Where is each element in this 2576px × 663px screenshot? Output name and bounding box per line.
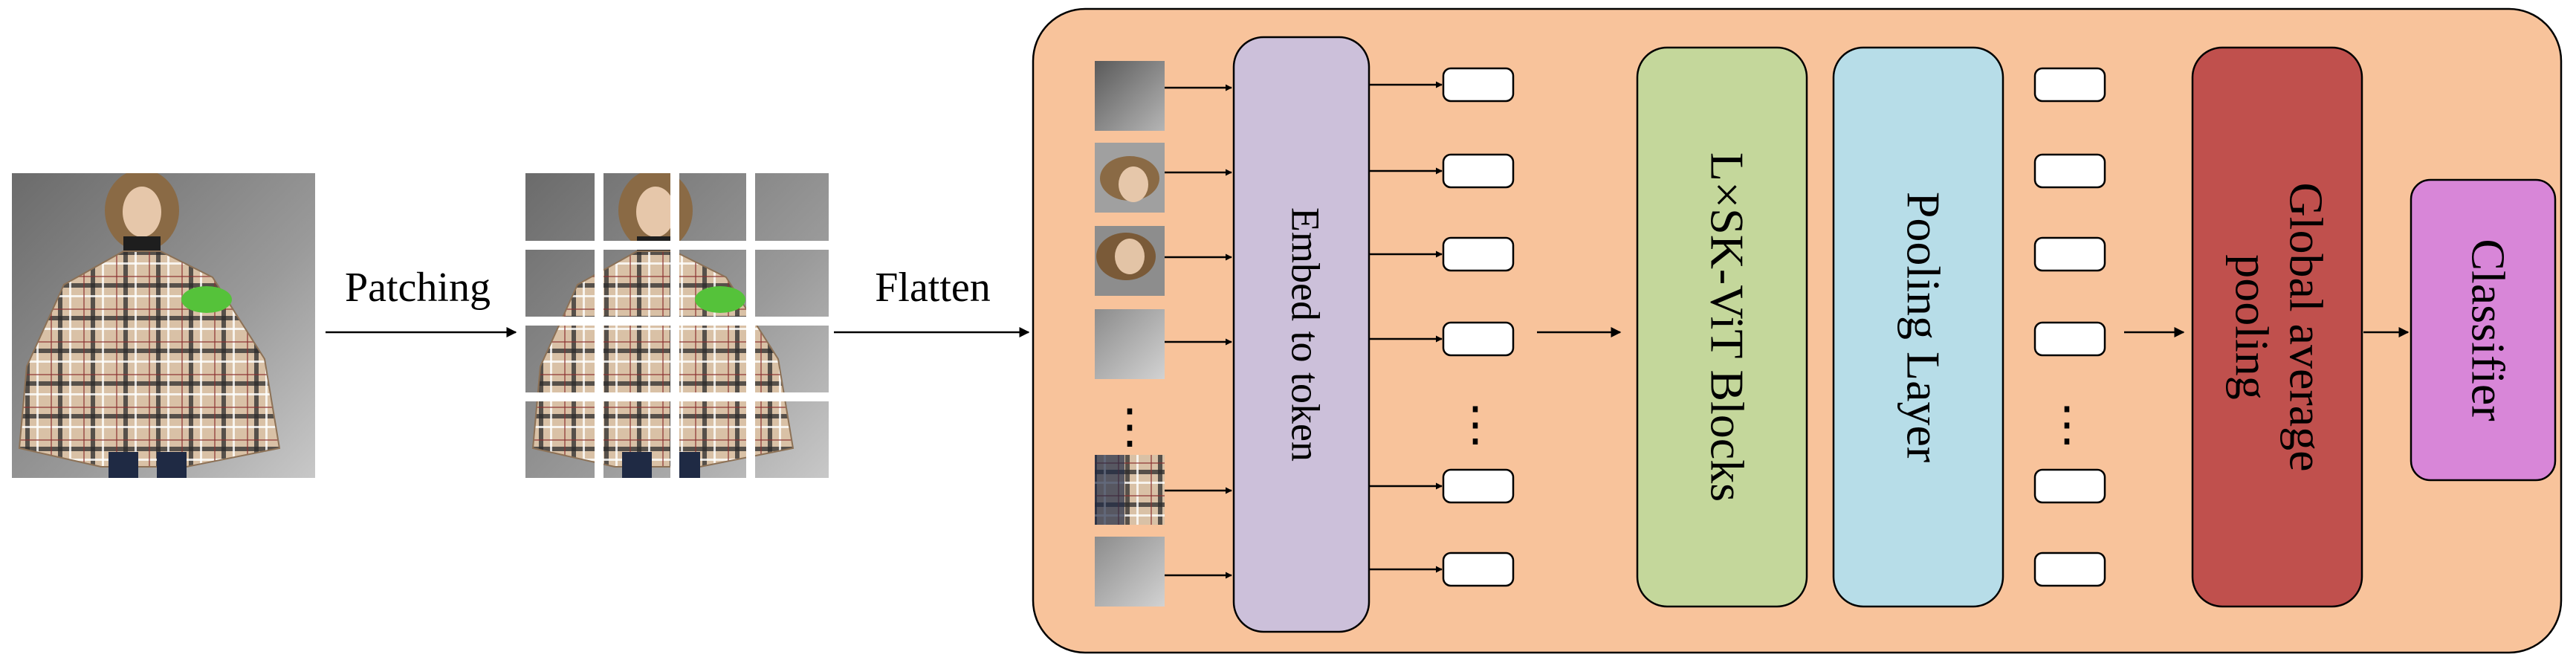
classifier-block <box>2410 178 2557 482</box>
token <box>1442 67 1515 103</box>
patched-image-grid <box>525 173 829 478</box>
token <box>1442 468 1515 504</box>
gap-label-line1: Global average <box>2279 182 2332 471</box>
token-column-2 <box>2033 67 2106 587</box>
patching-label: Patching <box>345 265 491 311</box>
sk-vit-blocks-label: L×SK-ViT Blocks <box>1700 152 1753 502</box>
token <box>2033 552 2106 587</box>
patch-thumb-1 <box>1095 61 1165 131</box>
pooling-layer-label: Pooling Layer <box>1897 192 1949 462</box>
embed-to-token-arrows <box>1369 81 1443 573</box>
patch-thumbnails: ⋮ <box>1095 61 1165 607</box>
patch-thumb-4 <box>1095 309 1165 379</box>
patch-thumb-3 <box>1095 226 1165 296</box>
token-ellipsis-2: ⋮ <box>2043 398 2091 450</box>
flatten-label: Flatten <box>875 265 991 311</box>
patch-thumb-2 <box>1095 143 1165 213</box>
embed-to-token-block <box>1232 36 1370 633</box>
token-column-1 <box>1442 67 1515 587</box>
token <box>2033 153 2106 189</box>
pooling-layer <box>1832 46 2004 608</box>
token <box>2033 468 2106 504</box>
token <box>2033 321 2106 357</box>
token <box>1442 236 1515 272</box>
classifier-label: Classifier <box>2462 239 2514 421</box>
global-average-pooling <box>2191 46 2363 608</box>
token <box>1442 153 1515 189</box>
token <box>2033 67 2106 103</box>
patch-thumb-5 <box>1095 455 1165 525</box>
embed-to-token-label: Embed to token <box>1284 207 1328 462</box>
thumb-to-embed-arrows <box>1165 84 1232 579</box>
token-ellipsis-1: ⋮ <box>1452 398 1499 450</box>
patch-thumb-6 <box>1095 537 1165 607</box>
sk-vit-blocks <box>1636 46 1808 608</box>
thumb-ellipsis: ⋮ <box>1106 400 1153 453</box>
input-image <box>12 173 315 478</box>
token <box>1442 552 1515 587</box>
gap-label-line2: pooling <box>2225 254 2278 400</box>
token <box>1442 321 1515 357</box>
token <box>2033 236 2106 272</box>
